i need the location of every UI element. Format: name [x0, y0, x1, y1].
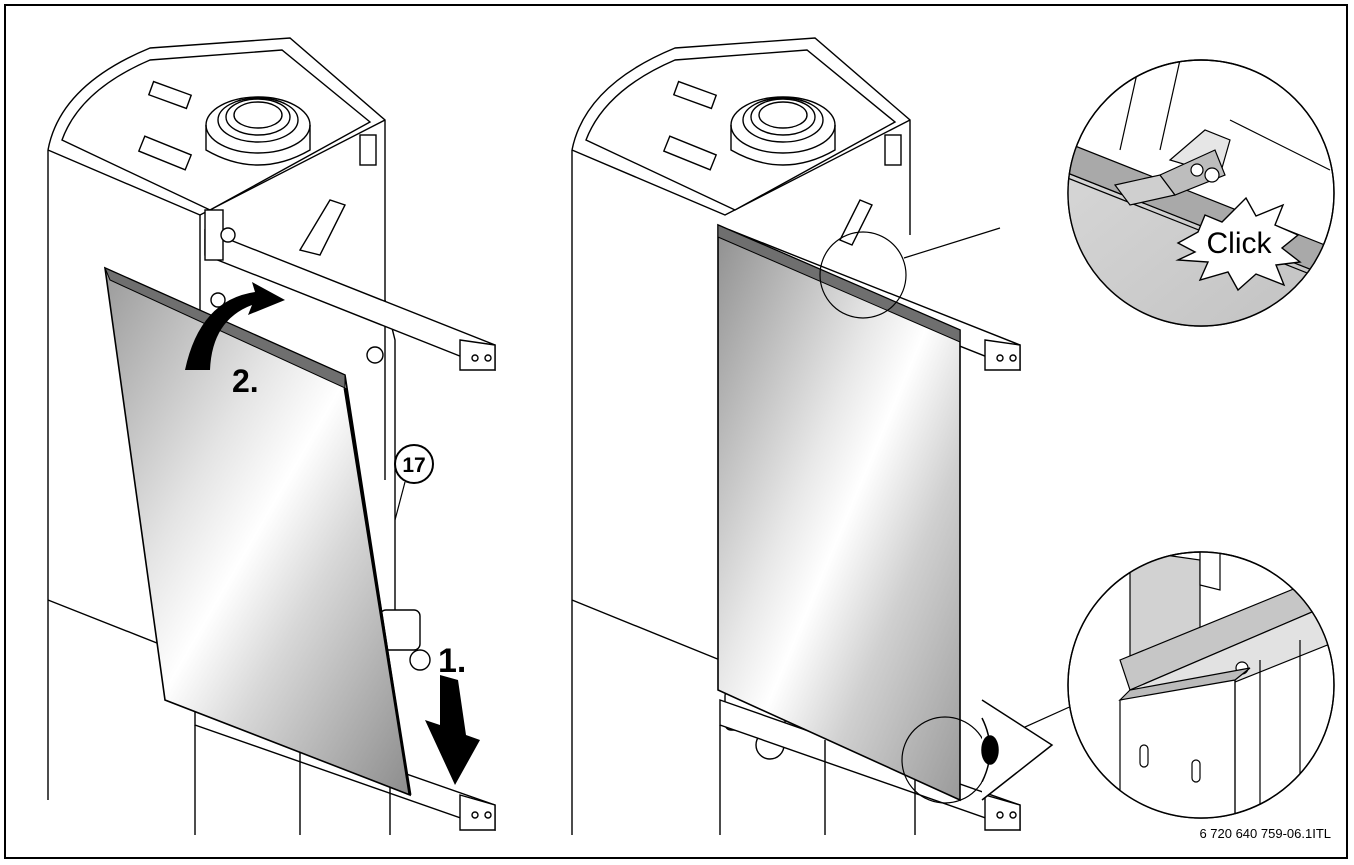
left-front-panel [104, 266, 412, 797]
step-1-label: 1. [438, 642, 466, 680]
right-front-panel [717, 223, 961, 802]
image-code: 6 720 640 759-06.1ITL [1199, 826, 1331, 841]
click-label: Click [1207, 227, 1273, 260]
click-burst [1175, 196, 1302, 292]
detail-bottom [1067, 551, 1335, 819]
eye-icon [981, 699, 1054, 801]
down-arrow-icon [425, 675, 480, 785]
callout-number: 17 [402, 454, 425, 477]
step-2-label: 2. [232, 363, 259, 399]
callout-17 [394, 444, 434, 521]
rotate-arrow-icon [185, 282, 285, 370]
